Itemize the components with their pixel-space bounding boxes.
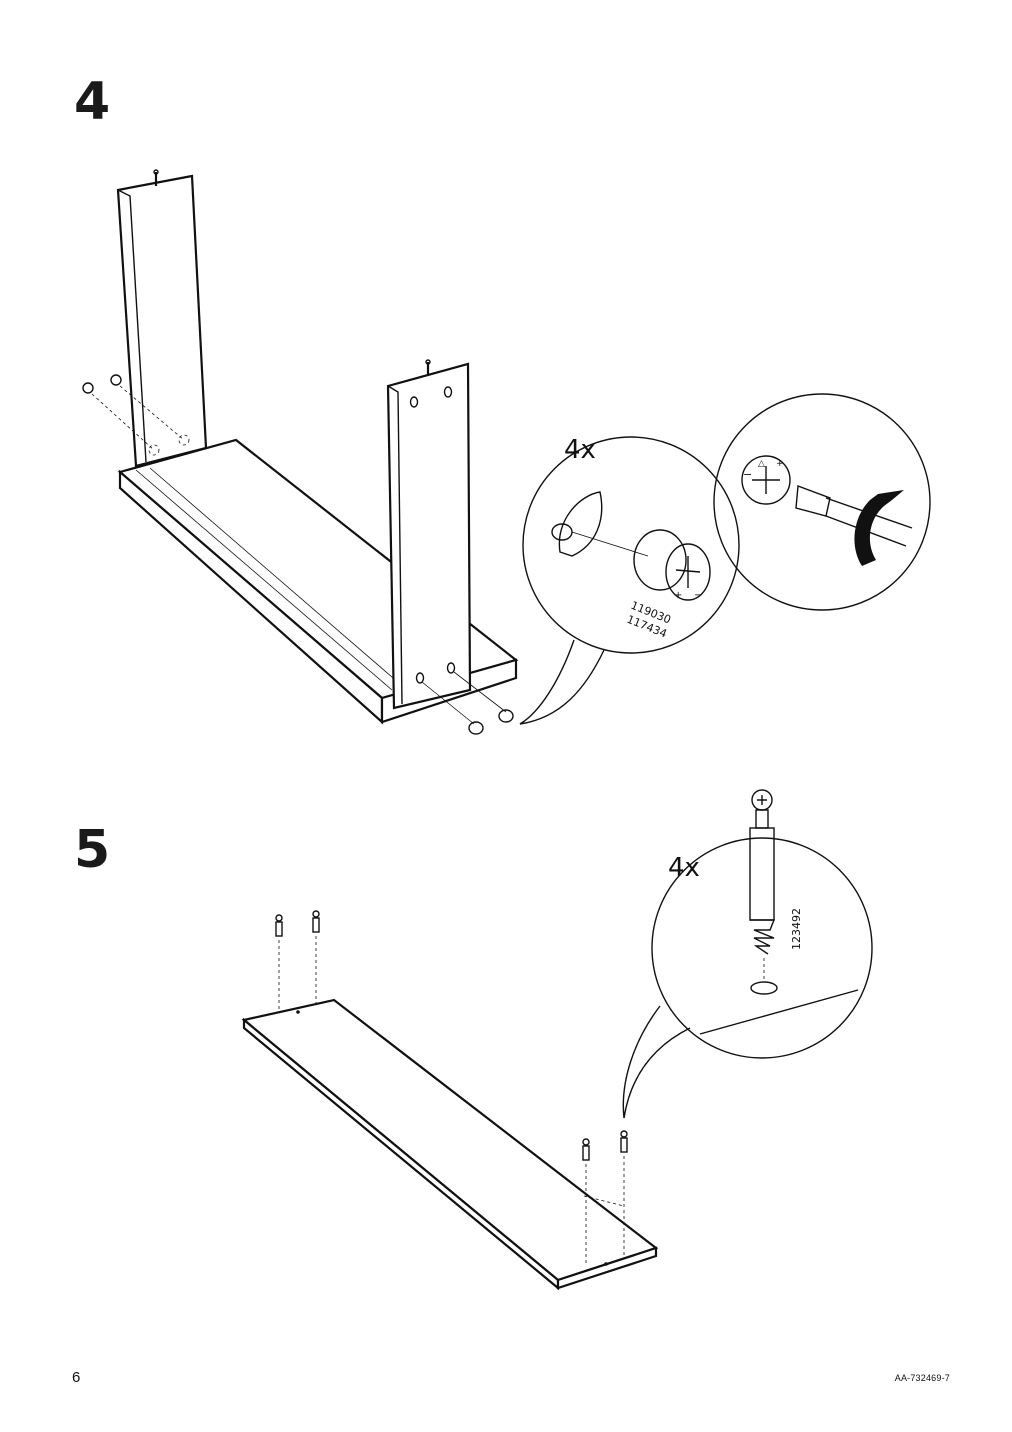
left-side-panel bbox=[116, 169, 208, 468]
dowel-screw-detail-callout: 4x 123492 bbox=[622, 789, 873, 1119]
left-cam-locks bbox=[82, 374, 190, 456]
document-code: AA-732469-7 bbox=[894, 1373, 950, 1383]
right-side-panel bbox=[386, 359, 472, 710]
part-number-123492: 123492 bbox=[790, 908, 803, 950]
svg-text:−: − bbox=[694, 590, 702, 601]
step-5-illustration: 4x 123492 bbox=[241, 789, 873, 1291]
svg-text:+: + bbox=[674, 590, 682, 601]
svg-text:△: △ bbox=[758, 459, 765, 469]
cam-lock-detail-callout: + − 4x 119030 117434 bbox=[519, 435, 740, 725]
dowel-screws-right bbox=[582, 1130, 628, 1266]
step-number-5: 5 bbox=[74, 820, 111, 880]
step-5-quantity: 4x bbox=[668, 853, 700, 883]
shelf-board bbox=[241, 998, 659, 1291]
svg-text:−: − bbox=[743, 468, 752, 481]
screwdriver-detail-callout: − △ + bbox=[713, 393, 931, 611]
page-number: 6 bbox=[72, 1369, 81, 1386]
dowel-screws-left bbox=[275, 910, 320, 1014]
step-number-4: 4 bbox=[74, 72, 111, 132]
step-4-illustration: + − 4x 119030 117434 − △ + bbox=[82, 169, 931, 735]
svg-text:+: + bbox=[776, 459, 784, 469]
right-cam-locks bbox=[421, 671, 514, 735]
step-4-quantity: 4x bbox=[564, 435, 596, 465]
